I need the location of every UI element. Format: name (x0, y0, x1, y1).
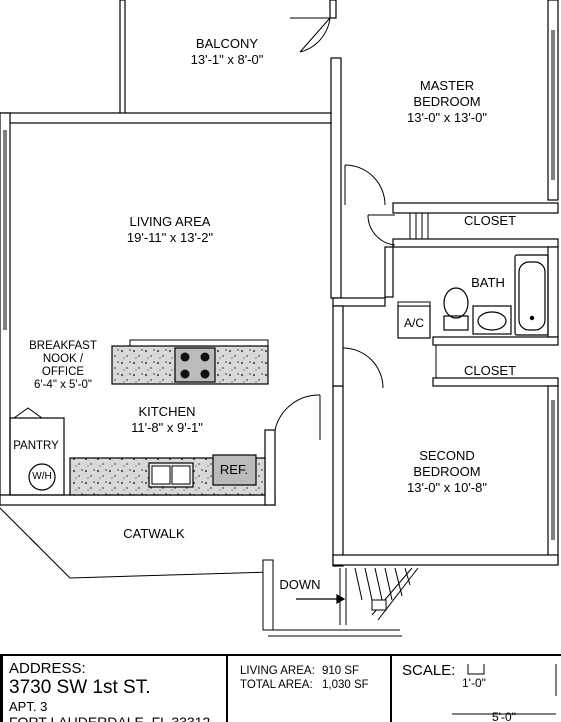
balcony-name: BALCONY (195, 36, 259, 51)
floor-plan (0, 0, 559, 637)
title-block: ADDRESS: 3730 SW 1st ST. APT. 3 FORT LAU… (0, 654, 561, 722)
second-name-2: BEDROOM (413, 464, 481, 479)
scale-large-label: 5'-0" (492, 710, 516, 722)
balcony-wall-right-top (329, 0, 337, 19)
pantry-label: PANTRY (13, 440, 59, 452)
master-name-1: MASTER (419, 78, 475, 93)
address-street: 3730 SW 1st ST. (9, 677, 151, 698)
doors (13, 17, 396, 440)
living-size: 19'-11" x 13'-2" (126, 230, 214, 245)
second-bottom-wall (332, 554, 559, 566)
scale-bar (452, 664, 557, 715)
kitchen-counter (69, 454, 266, 496)
master-right-wall (547, 0, 559, 201)
bathtub (514, 254, 549, 336)
master-size: 13'-0" x 13'-0" (407, 110, 487, 125)
stairs (339, 567, 419, 625)
kitchen-size: 11'-8" x 9'-1" (131, 420, 203, 435)
living-name: LIVING AREA (129, 214, 211, 229)
closet1-bottom-wall (392, 238, 559, 248)
wh-label: W/H (32, 471, 52, 482)
second-left-wall (332, 385, 344, 567)
water-heater (28, 463, 56, 491)
windows (3, 30, 555, 540)
balcony-door-swing (290, 17, 331, 53)
living-area-key: LIVING AREA: (240, 665, 315, 677)
closet-shelves (409, 213, 437, 378)
address-city: FORT LAUDERDALE, FL 33312 (9, 714, 211, 722)
pantry-box (9, 417, 65, 496)
closet1-top-wall (392, 202, 559, 214)
scale-label: SCALE: (402, 662, 456, 679)
breakfast-line-1: BREAKFAST (29, 340, 97, 352)
total-area-key: TOTAL AREA: (240, 679, 313, 691)
master-door-swing (344, 164, 386, 206)
toilet (443, 287, 469, 331)
address-apt: APT. 3 (9, 699, 48, 714)
kitchen-bottom-wall (0, 494, 276, 506)
second-name-1: SECOND (419, 448, 475, 463)
ref-label: REF. (219, 462, 249, 477)
hall-wall (332, 297, 386, 307)
total-area-value: 1,030 SF (322, 679, 369, 691)
address-cell: ADDRESS: 3730 SW 1st ST. APT. 3 FORT LAU… (0, 656, 228, 722)
balcony-size: 13'-1" x 8'-0" (190, 52, 264, 67)
hall-wall-2 (332, 305, 344, 387)
balcony-label: BALCONY 13'-1" x 8'-0" (191, 36, 264, 68)
down-label: DOWN (279, 577, 321, 592)
bath-door-swing (367, 214, 396, 246)
breakfast-nook-label: BREAKFAST NOOK / OFFICE 6'-4" x 5'-0" (29, 340, 97, 392)
living-area-value: 910 SF (322, 665, 360, 677)
closet2-label: CLOSET (463, 363, 517, 378)
left-exterior-wall (0, 112, 11, 496)
breakfast-line-3: OFFICE (41, 366, 85, 378)
breakfast-size: 6'-4" x 5'-0" (34, 379, 92, 391)
address-label: ADDRESS: (9, 660, 86, 677)
scale-cell: SCALE: 1'-0" 5'-0" (392, 656, 561, 722)
kitchen-label: KITCHEN 11'-8" x 9'-1" (131, 404, 203, 436)
walls (0, 0, 559, 567)
kitchen-name: KITCHEN (138, 404, 196, 419)
closet1-label: CLOSET (463, 213, 517, 228)
entry-door-swing (274, 394, 321, 431)
scale-small-label: 1'-0" (462, 676, 486, 690)
kitchen-right-wall (264, 429, 276, 506)
catwalk (0, 507, 402, 637)
bath-right-wall (547, 246, 559, 338)
master-bedroom-label: MASTER BEDROOM 13'-0" x 13'-0" (407, 78, 487, 126)
bath-label: BATH (471, 275, 505, 290)
bath-left-wall (384, 246, 394, 298)
second-door-swing (342, 347, 384, 389)
master-left-wall (330, 57, 342, 299)
living-area-label: LIVING AREA 19'-11" x 13'-2" (127, 214, 213, 246)
cooktop (174, 347, 216, 383)
second-size: 13'-0" x 10'-8" (407, 480, 487, 495)
area-cell: LIVING AREA: 910 SF TOTAL AREA: 1,030 SF (228, 656, 392, 722)
kitchen-island (111, 339, 269, 385)
total-area-row: TOTAL AREA: 1,030 SF (240, 678, 390, 692)
breakfast-line-2: NOOK / (42, 353, 84, 365)
ac-label: A/C (403, 316, 425, 330)
master-name-2: BEDROOM (413, 94, 481, 109)
fridge (212, 454, 257, 486)
living-top-wall (0, 112, 341, 124)
closet2-bottom-wall (432, 377, 559, 387)
second-bedroom-label: SECOND BEDROOM 13'-0" x 10'-8" (407, 448, 487, 496)
down-arrow (296, 593, 346, 605)
bath-sink (472, 305, 512, 335)
second-right-wall (547, 385, 559, 565)
closet2-top-wall (432, 336, 559, 346)
living-area-row: LIVING AREA: 910 SF (240, 664, 390, 678)
balcony-wall-left (119, 0, 126, 119)
catwalk-label: CATWALK (123, 526, 185, 541)
